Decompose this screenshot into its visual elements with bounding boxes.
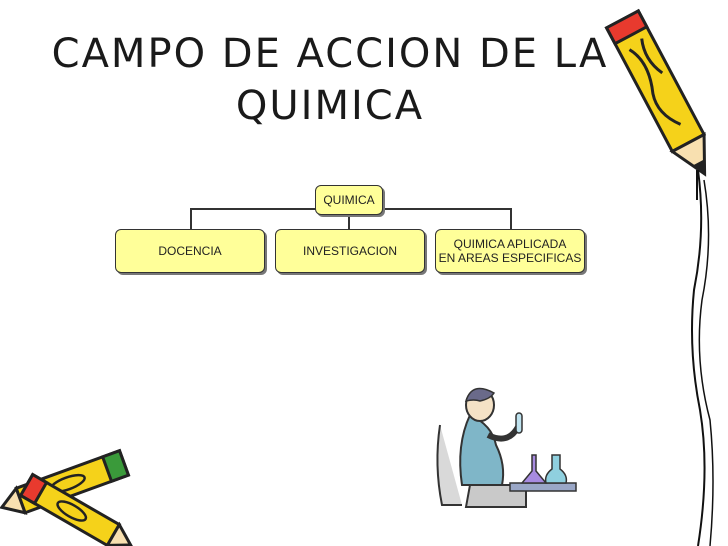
node-root: QUIMICA: [315, 185, 383, 215]
node-docencia-label: DOCENCIA: [158, 244, 222, 258]
pencils-icon: [0, 448, 134, 546]
slide-title: CAMPO DE ACCION DE LA QUIMICA: [40, 28, 620, 132]
node-quimica-aplicada-label: QUIMICA APLICADA EN AREAS ESPECIFICAS: [439, 237, 582, 265]
node-investigacion-label: INVESTIGACION: [302, 244, 397, 258]
chemist-illustration: [436, 387, 577, 508]
node-quimica-aplicada-line-2: EN AREAS ESPECIFICAS: [438, 251, 582, 265]
node-quimica-aplicada: QUIMICA APLICADA EN AREAS ESPECIFICAS: [435, 229, 585, 273]
connector-right-down: [510, 208, 512, 229]
connector-left-down: [190, 208, 192, 229]
node-investigacion: INVESTIGACION: [275, 229, 425, 273]
pencil-icon: [604, 8, 707, 200]
title-line-2: QUIMICA: [235, 83, 425, 129]
node-quimica-aplicada-line-1: QUIMICA APLICADA: [453, 237, 567, 251]
node-root-label: QUIMICA: [323, 193, 375, 207]
title-line-1: CAMPO DE ACCION DE LA: [51, 31, 609, 77]
decorative-line: [691, 170, 714, 546]
connector-root-down: [348, 214, 350, 229]
node-docencia: DOCENCIA: [115, 229, 265, 273]
